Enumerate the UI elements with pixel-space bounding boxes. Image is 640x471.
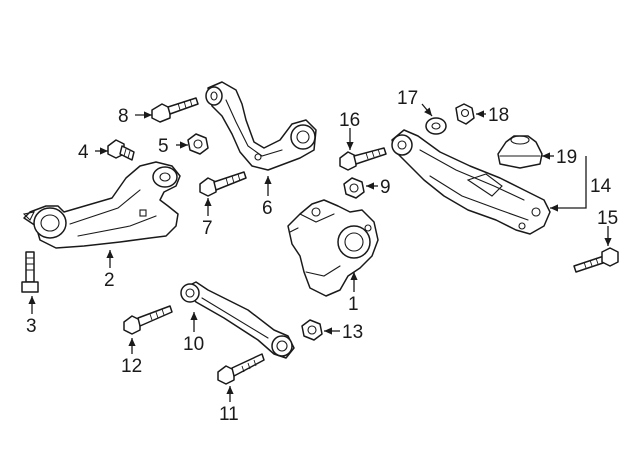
callout-10: 10 bbox=[183, 334, 204, 355]
callout-12: 12 bbox=[121, 356, 142, 377]
arrowhead-6 bbox=[204, 198, 212, 206]
callout-5: 5 bbox=[158, 136, 169, 157]
spring-seat-part[interactable] bbox=[497, 135, 543, 169]
vertical-bolt-part[interactable] bbox=[21, 251, 39, 293]
arrowhead-9 bbox=[190, 312, 198, 320]
arrowhead-8 bbox=[366, 182, 374, 190]
knuckle-bolt-part[interactable] bbox=[339, 147, 387, 171]
callout-13: 13 bbox=[342, 322, 363, 343]
callout-16: 16 bbox=[339, 110, 360, 131]
toe-link-nut-part[interactable] bbox=[301, 319, 323, 341]
callout-8: 8 bbox=[118, 106, 129, 127]
short-bolt-part[interactable] bbox=[107, 139, 135, 161]
arrowhead-4 bbox=[180, 141, 188, 149]
callout-19: 19 bbox=[556, 147, 577, 168]
arrowhead-13 bbox=[346, 142, 354, 150]
arrowheads bbox=[28, 107, 612, 394]
arrowhead-10 bbox=[226, 386, 234, 394]
callout-3: 3 bbox=[26, 316, 37, 337]
toe-link-part[interactable] bbox=[180, 281, 295, 359]
knuckle-part[interactable] bbox=[287, 199, 379, 297]
flange-nut-part[interactable] bbox=[455, 103, 475, 125]
callout-15: 15 bbox=[597, 208, 618, 229]
spring-arm-part[interactable] bbox=[391, 129, 551, 235]
callout-14: 14 bbox=[590, 176, 612, 197]
lower-control-arm-part[interactable] bbox=[22, 161, 181, 249]
arrowhead-15 bbox=[476, 110, 484, 118]
callout-9: 9 bbox=[380, 177, 391, 198]
callout-7: 7 bbox=[202, 218, 213, 239]
arrowhead-16 bbox=[542, 152, 550, 160]
arrowhead-7 bbox=[144, 111, 152, 119]
arrowhead-17 bbox=[604, 238, 612, 246]
callout-labels: 1 2 3 4 5 6 7 8 9 10 11 12 13 14 15 16 1… bbox=[26, 88, 618, 425]
toe-link-long-bolt-part[interactable] bbox=[217, 353, 265, 385]
arrowhead-3 bbox=[100, 147, 108, 155]
spring-arm-bolt-part[interactable] bbox=[573, 247, 619, 273]
callout-4: 4 bbox=[78, 142, 89, 163]
washer-part[interactable] bbox=[425, 117, 447, 135]
arrowhead-1 bbox=[106, 250, 114, 258]
arrowhead-18 bbox=[550, 204, 558, 212]
toe-link-bolt-part[interactable] bbox=[123, 305, 173, 335]
arrowhead-2 bbox=[28, 296, 36, 304]
arrowhead-14 bbox=[424, 107, 432, 116]
callout-6: 6 bbox=[262, 198, 273, 219]
arrowhead-5 bbox=[264, 176, 272, 184]
upper-control-arm-part[interactable] bbox=[205, 81, 317, 171]
upper-arm-long-bolt-part[interactable] bbox=[199, 171, 247, 197]
upper-arm-bolt-part[interactable] bbox=[151, 97, 199, 123]
arm-nut-part[interactable] bbox=[187, 133, 209, 155]
callout-18: 18 bbox=[488, 105, 509, 126]
callout-17: 17 bbox=[397, 88, 418, 109]
callout-2: 2 bbox=[104, 270, 115, 291]
knuckle-nut-part[interactable] bbox=[343, 177, 365, 199]
callout-11: 11 bbox=[219, 404, 239, 425]
arrowhead-0 bbox=[350, 272, 358, 280]
callout-1: 1 bbox=[348, 294, 359, 315]
arrowhead-12 bbox=[324, 327, 332, 335]
arrowhead-11 bbox=[128, 338, 136, 346]
